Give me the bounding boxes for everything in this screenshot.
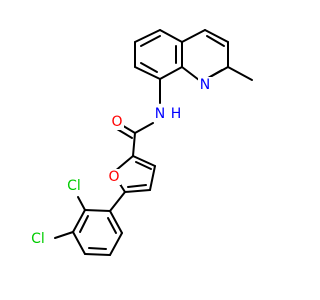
bond [204,29,229,43]
bond [134,29,161,43]
atom-labels: O N H O N Cl Cl [26,77,212,247]
atom-label-amide-hydrogen: H [171,106,182,122]
atom-label-chlorine-upper: Cl [67,178,81,194]
bond [159,29,183,43]
bond [134,66,161,80]
bond [88,247,107,250]
bonds [54,29,253,256]
bond [132,132,136,157]
bond [77,196,86,211]
bond [79,215,89,233]
bond [124,189,151,193]
bond [134,122,154,134]
bond [207,69,223,79]
bond [135,161,152,170]
atom-label-carbonyl-oxygen: O [111,114,122,130]
bond [109,191,126,212]
bond [116,128,133,139]
molecule-structure: O N H O N Cl Cl [26,29,253,256]
bond [132,155,156,167]
bond [84,209,111,212]
bond [72,209,86,233]
atom-label-furan-oxygen: O [108,169,119,185]
bond [127,184,147,188]
bond [159,66,183,80]
bond [149,165,156,191]
atom-label-chlorine-lower: Cl [31,231,45,247]
bond [109,232,123,256]
atom-label-quinoline-nitrogen: N [200,77,210,93]
bond [54,231,74,239]
bond [84,253,111,256]
bond [181,66,200,81]
bond [140,35,161,47]
atom-label-amide-nitrogen: N [155,106,165,122]
bond [181,29,206,43]
bond [107,217,117,234]
bond [206,35,225,47]
bond [109,210,123,234]
bond [227,66,253,81]
bond [140,62,158,73]
bond [72,231,86,255]
